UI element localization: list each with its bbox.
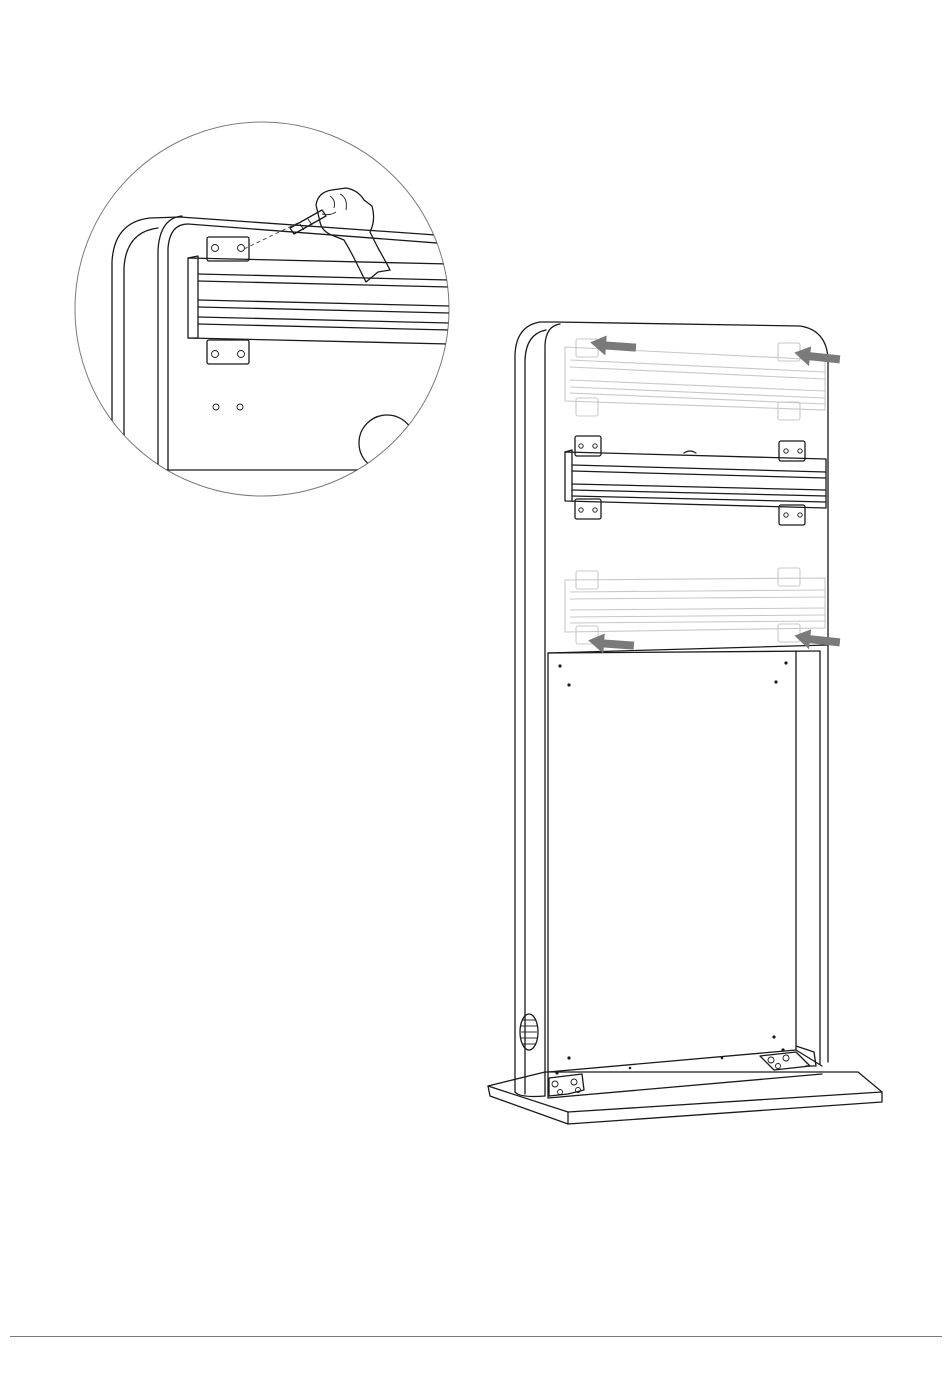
kiosk-stand — [488, 322, 882, 1124]
screw-dot — [784, 661, 787, 664]
screw-dot — [721, 1057, 724, 1060]
screw-dot — [558, 664, 561, 667]
bottom-right-bracket — [760, 1046, 816, 1070]
bottom-left-bracket — [549, 1074, 584, 1096]
speaker-grille-icon — [520, 1014, 538, 1050]
screw-dot — [772, 1035, 775, 1038]
back-panel — [548, 322, 828, 653]
lower-cavity — [548, 653, 822, 1098]
screw-dot — [567, 683, 570, 686]
arrow-left-icon — [589, 334, 636, 357]
screw-dot — [567, 1056, 570, 1059]
screw-dot — [629, 1067, 632, 1070]
rail-installed-middle — [565, 436, 826, 525]
left-column — [515, 322, 560, 1097]
detail-view — [75, 122, 450, 500]
screw-dot — [555, 1071, 558, 1074]
screw-dot — [781, 1048, 784, 1051]
footer-divider — [10, 1336, 942, 1337]
rail-position-bottom — [565, 568, 825, 644]
base-plate — [488, 1072, 882, 1124]
right-frame — [548, 645, 828, 1064]
screw-dot — [774, 680, 777, 683]
